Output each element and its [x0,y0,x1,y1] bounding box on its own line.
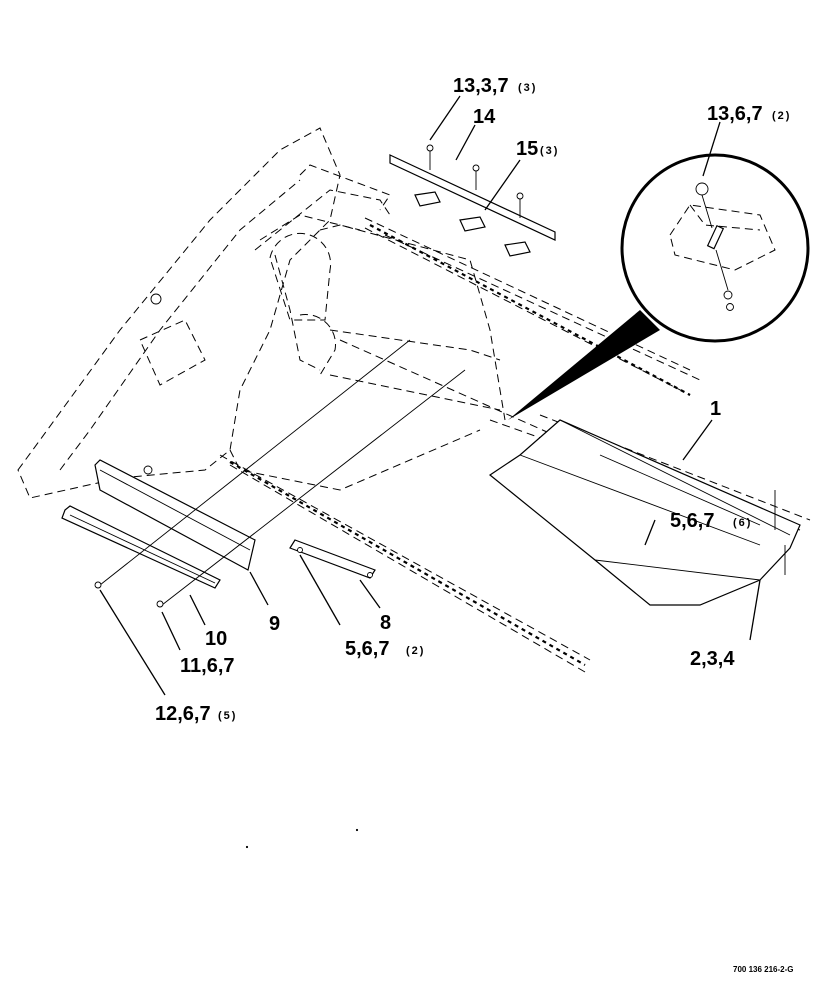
part-14-strip [389,144,556,257]
bolt-paths [94,339,466,608]
callout-15: 15 [516,138,538,160]
part-8-bracket [289,539,376,579]
callout-5-6-7-right: 5,6,7 [670,510,714,532]
detail-inset [508,153,810,420]
callout-14: 14 [473,106,496,128]
header-frame-outline [17,127,506,499]
part-9-shield [94,459,256,571]
callout-12-6-7: 12,6,7 [155,703,211,725]
callout-2-3-4: 2,3,4 [690,648,735,670]
part-15-clip [459,216,486,232]
nut-icon [726,303,734,311]
frame-hole [150,293,162,305]
frame-hole [143,465,153,475]
carriage-bolt-icon [695,182,709,196]
callout-leaders [99,95,761,696]
callout-8: 8 [380,612,391,634]
callout-10: 10 [205,628,227,650]
callout-5-6-7-left-qty: (2) [406,645,425,657]
callout-5-6-7-right-qty: (6) [733,517,752,529]
callout-13-3-7: 13,3,7 [453,75,509,97]
callout-9: 9 [269,613,280,635]
callout-12-6-7-qty: (5) [218,710,237,722]
scan-speck [355,828,359,832]
part-15-clip [504,241,531,257]
nut-icon [723,290,733,300]
callout-13-6-7-qty: (2) [772,110,791,122]
callout-13-6-7: 13,6,7 [707,103,763,125]
callout-15-qty: (3) [540,145,559,157]
callout-11-6-7: 11,6,7 [180,655,235,677]
callout-5-6-7-left: 5,6,7 [345,638,389,660]
drawing-number: 700 136 216-2-G [733,965,794,974]
callout-13-3-7-qty: (3) [518,82,537,94]
part-1-shield [488,419,801,606]
scan-speck [245,845,249,849]
detail-pointer [508,310,660,420]
callout-labels: 13,3,7 (3) 14 15 (3) 13,6,7 (2) 1 5,6,7 … [155,75,794,974]
callout-1: 1 [710,398,721,420]
part-15-clip [414,191,441,207]
part-10-strip [61,505,221,589]
